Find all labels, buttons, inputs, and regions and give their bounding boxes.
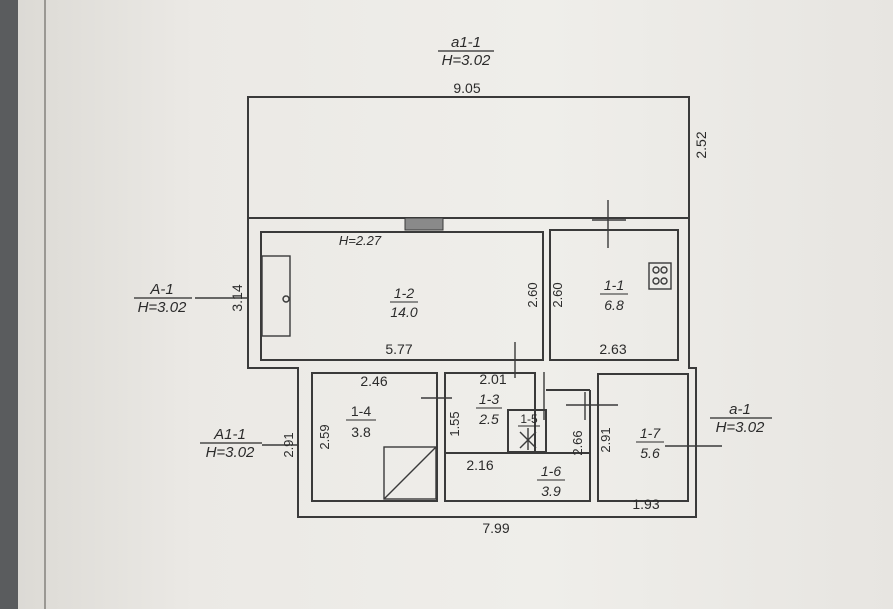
room-1-7 <box>597 373 689 502</box>
label-top-height: Н=3.02 <box>442 52 491 69</box>
room-label-1-6: 1-6 3.9 <box>537 463 565 499</box>
label-right-code: а-1 <box>729 401 751 418</box>
burner <box>652 277 660 285</box>
margin-line <box>44 0 46 609</box>
dim-left-lower-height: 2.91 <box>281 432 296 457</box>
room-area: 3.9 <box>541 483 561 499</box>
room-id: 1-3 <box>479 391 499 407</box>
room-label-1-7: 1-7 5.6 <box>636 425 664 461</box>
dim-r12-width: 5.77 <box>385 341 412 357</box>
stove-symbol <box>261 255 291 337</box>
room-id: 1-4 <box>351 403 371 419</box>
stairs-symbol <box>383 446 437 500</box>
room-id: 1-6 <box>541 463 561 479</box>
room-area: 14.0 <box>390 304 417 320</box>
dim-r16-height: 2.66 <box>570 430 585 455</box>
burner <box>652 266 660 274</box>
dim-r13-height: 1.55 <box>447 411 462 436</box>
dim-left-height: 3.14 <box>229 284 245 311</box>
outer-zone-top <box>247 96 690 218</box>
paper-sheet <box>18 0 893 609</box>
room-id: 1-1 <box>604 277 624 293</box>
dim-top-width: 9.05 <box>453 80 480 96</box>
room-area: 2.5 <box>478 411 499 427</box>
burner <box>660 266 668 274</box>
dim-r13-width: 2.01 <box>479 371 506 387</box>
label-right-height: Н=3.02 <box>716 419 765 436</box>
dim-r16-width: 2.16 <box>466 457 493 473</box>
room-label-1-1: 1-1 6.8 <box>600 277 628 313</box>
dim-r14-width: 2.46 <box>360 373 387 389</box>
gas-stove-icon <box>648 262 672 290</box>
room-1-4 <box>311 372 438 502</box>
room-area: 5.6 <box>640 445 660 461</box>
label-left2-height: Н=3.02 <box>206 444 255 461</box>
label-left2-code: А1-1 <box>213 426 246 443</box>
dim-r17-height: 2.91 <box>598 427 613 452</box>
room-area: 3.8 <box>351 424 371 440</box>
room-label-1-4: 1-4 3.8 <box>346 403 376 440</box>
dim-r17-width: 1.93 <box>632 496 659 512</box>
room-label-1-3: 1-3 2.5 <box>476 391 502 427</box>
room-1-1 <box>549 229 679 361</box>
stairs-diagonal <box>383 446 437 500</box>
stove-circle <box>282 295 290 303</box>
room-1-2 <box>260 231 544 361</box>
room-id: 1-2 <box>394 285 414 301</box>
room-label-1-2: 1-2 14.0 <box>390 285 418 320</box>
dim-r11-width: 2.63 <box>599 341 626 357</box>
label-top-code: а1-1 <box>451 34 481 51</box>
dim-r12-height-a: 2.60 <box>525 282 540 307</box>
window <box>404 217 444 231</box>
dim-ceiling-note: Н=2.27 <box>339 233 382 248</box>
burner <box>660 277 668 285</box>
house-outline <box>247 218 697 518</box>
room-area: 6.8 <box>604 297 624 313</box>
room-label-1-5: 1-5 <box>518 412 540 427</box>
label-left-height: Н=3.02 <box>138 299 187 316</box>
label-left-code: А-1 <box>149 281 173 298</box>
dim-r14-height: 2.59 <box>317 424 332 449</box>
room-id: 1-7 <box>640 425 661 441</box>
room-id: 1-5 <box>520 412 538 426</box>
dim-top-height: 2.52 <box>693 131 709 158</box>
dim-r12-height-b: 2.60 <box>550 282 565 307</box>
dim-bottom-width: 7.99 <box>482 520 509 536</box>
